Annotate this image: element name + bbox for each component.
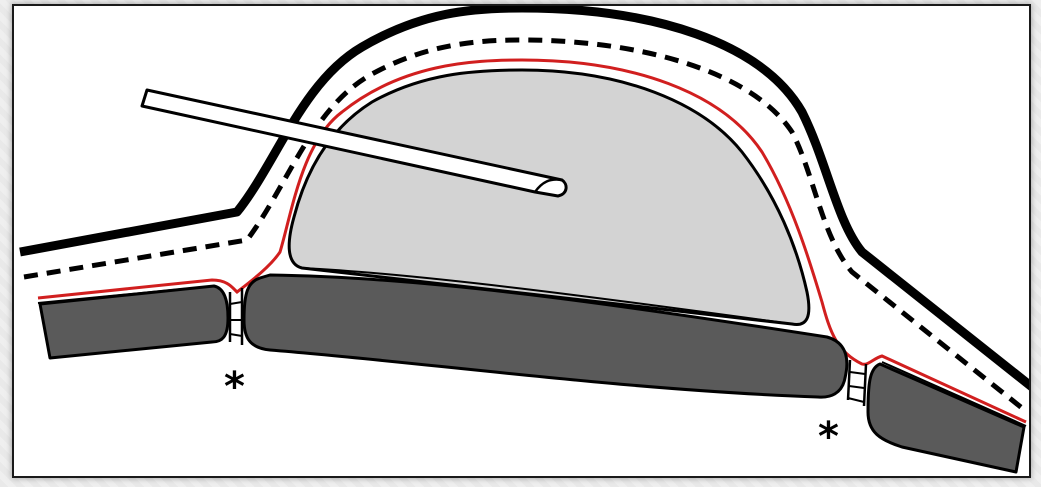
left-asterisk-marker: * — [224, 364, 245, 410]
left-dark-segment — [40, 286, 228, 358]
right-dark-segment — [868, 364, 1024, 472]
diagram-panel: * * — [12, 4, 1031, 478]
diagram-svg: * * — [14, 6, 1029, 476]
right-asterisk-marker: * — [818, 414, 839, 460]
left-junction — [230, 288, 242, 345]
right-junction — [848, 360, 866, 406]
